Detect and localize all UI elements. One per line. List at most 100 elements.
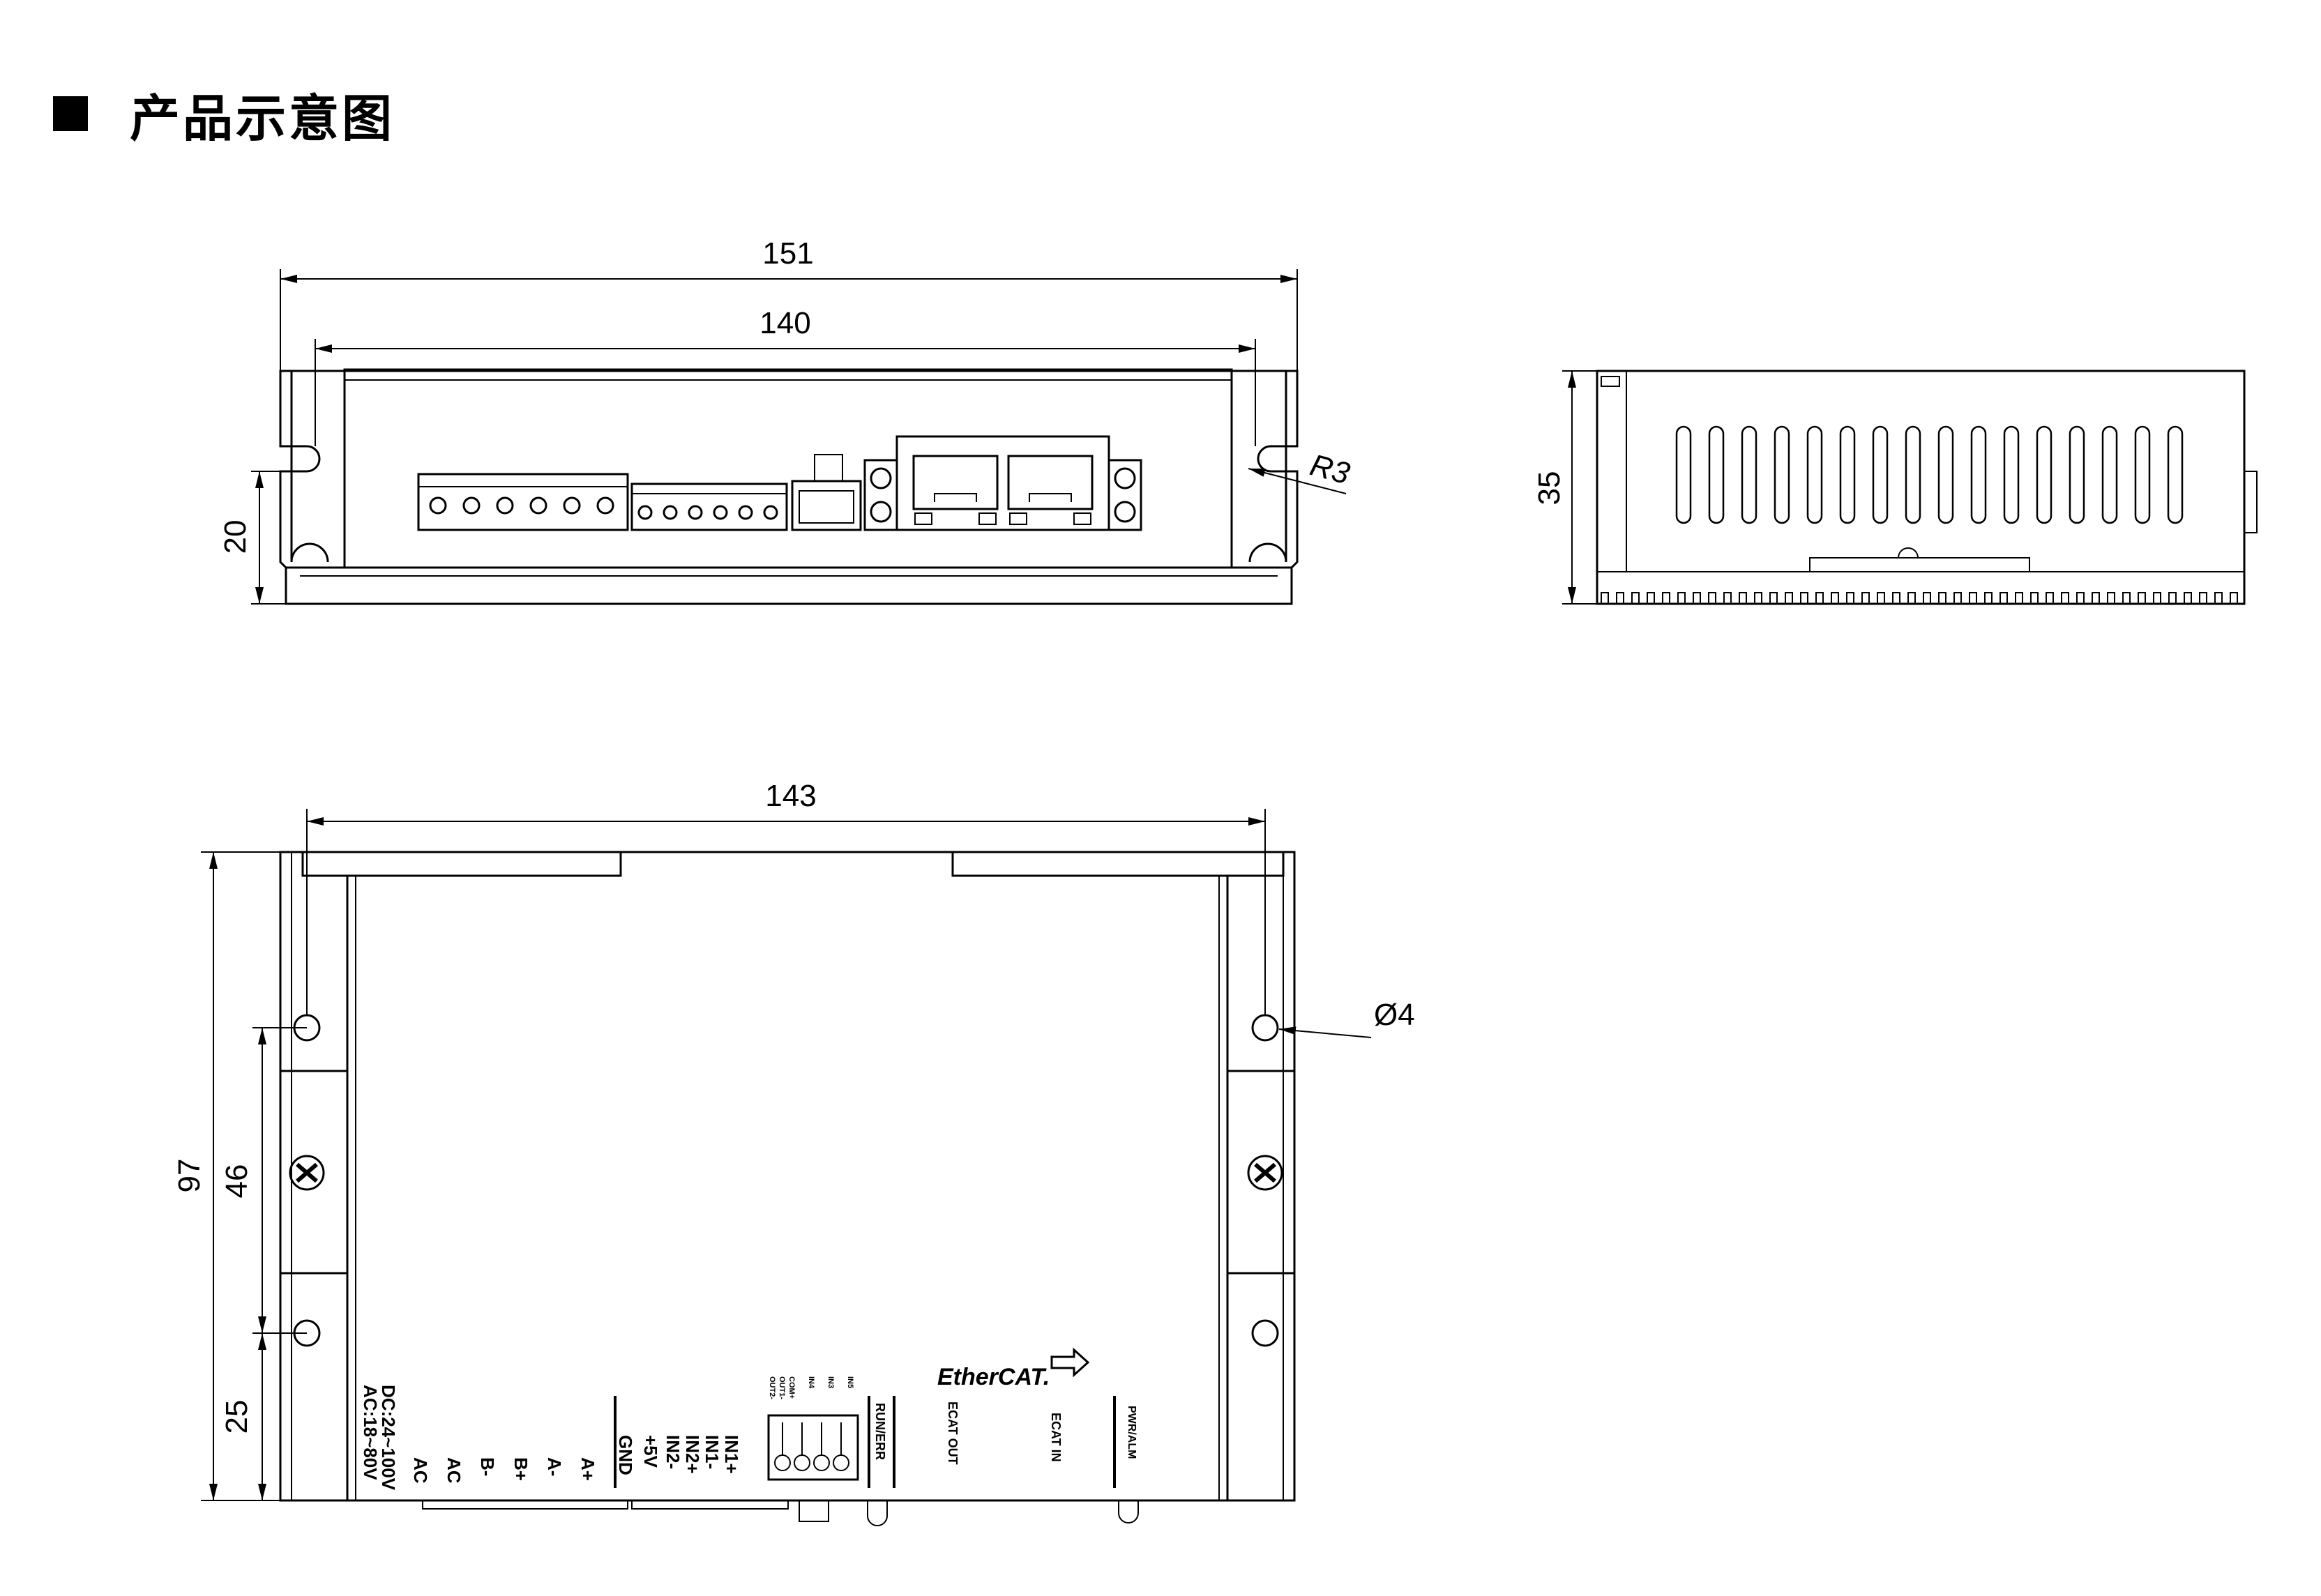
side-view (1596, 370, 2258, 605)
side-connector-stub (2244, 471, 2258, 533)
bracket-screws (289, 1155, 1283, 1191)
out-terminal-label-1: OUT2- (768, 1376, 776, 1399)
bottom-terminal-strip (422, 1500, 628, 1510)
io-terminal-screws (637, 505, 778, 520)
motor-terminal-label-5: A- (544, 1457, 565, 1476)
power-label-line1: DC:24~100V (378, 1385, 399, 1491)
output-terminal-screws (774, 1422, 849, 1471)
bottom-led-stub (867, 1500, 888, 1526)
front-screw-bump-right (1248, 542, 1287, 563)
out-terminal-label-4: IN4 (807, 1376, 815, 1389)
front-led-left-1 (870, 467, 892, 489)
dim-35-label: 35 (1532, 471, 1566, 506)
dim-line-r3 (1248, 468, 1347, 494)
top-cover-left (301, 852, 622, 877)
front-view-dimensions (251, 269, 1347, 605)
out-terminal-label-6: IN5 (846, 1376, 854, 1388)
dim-line-dia4 (1278, 1026, 1372, 1038)
top-cover-right (951, 852, 1285, 877)
side-base-plate (1809, 557, 2030, 572)
bottom-io-strip (631, 1500, 789, 1510)
top-view-dimensions (201, 809, 1372, 1501)
section-title: 产品示意图 (130, 89, 395, 148)
rj45-housing (895, 435, 1110, 531)
rj45-led-4 (1073, 512, 1091, 525)
output-terminal-block (767, 1414, 859, 1481)
front-base-plate (285, 566, 1293, 605)
side-heatsink-fins (1601, 592, 2238, 605)
side-vent-slots (1675, 425, 2184, 524)
motor-terminal-label-1: AC (410, 1457, 431, 1484)
motor-terminal-block (417, 473, 629, 531)
out-terminal-label-2: OUT1- (778, 1376, 786, 1399)
pwr-alm-label: PWR/ALM (1126, 1406, 1137, 1459)
small-signal-connector-key (814, 454, 843, 482)
side-base-bump (1898, 547, 1919, 558)
ethercat-logo-text: EtherCAT. (937, 1364, 1050, 1390)
rj45-port-out (912, 455, 999, 510)
mount-hole-bottom-right (1251, 1319, 1279, 1347)
out-terminal-label-5: IN3 (826, 1376, 835, 1388)
run-err-label: RUN/ERR (873, 1403, 887, 1460)
screw-right-cross (1254, 1162, 1276, 1183)
bracket-right (1226, 1070, 1296, 1275)
front-led-pad-left (863, 459, 898, 531)
front-screw-bump-left (290, 542, 329, 563)
screw-left-cross (296, 1162, 318, 1183)
top-view (279, 851, 1296, 1526)
motor-terminal-screws (429, 496, 614, 515)
dim-143-label: 143 (765, 779, 816, 813)
motor-terminal-label-2: AC (444, 1457, 464, 1484)
ethercat-logo: EtherCAT. (937, 1347, 1090, 1390)
ethercat-arrow-icon (1050, 1347, 1090, 1378)
front-flange-outline (279, 370, 1299, 569)
rj45-led-2 (978, 512, 997, 525)
rj45-led-3 (1009, 512, 1027, 525)
bottom-small-connector-stub (799, 1500, 829, 1522)
rj45-led-1 (914, 512, 932, 525)
front-body (343, 368, 1233, 569)
io-terminal-label-6: IN1+ (721, 1435, 742, 1474)
small-signal-connector-inner (799, 490, 854, 524)
front-led-left-2 (870, 501, 892, 523)
section-header: 产品示意图 (53, 82, 395, 148)
screw-right-icon (1247, 1155, 1283, 1191)
top-view-labels: DC:24~100V AC:18~80V AC AC B- B+ A- A+ G… (360, 1376, 1137, 1491)
dim-97-label: 97 (172, 1159, 206, 1193)
front-led-pad-right (1107, 459, 1142, 531)
rj45-port-out-latch (934, 493, 977, 502)
io-terminal-label-4: IN2+ (682, 1435, 703, 1474)
ecat-out-label: ECAT OUT (946, 1401, 960, 1465)
dim-46-label: 46 (220, 1164, 254, 1199)
dim-20-label: 20 (218, 520, 252, 554)
bracket-left (279, 1070, 349, 1275)
dim-140-label: 140 (759, 306, 810, 340)
out-terminal-label-3: COM+ (787, 1376, 796, 1399)
io-terminal-label-2: +5V (640, 1435, 661, 1468)
dim-25-label: 25 (220, 1400, 254, 1434)
mount-hole-top-right (1251, 1014, 1279, 1042)
motor-terminal-label-4: B+ (511, 1457, 531, 1481)
motor-terminal-label-3: B- (477, 1457, 498, 1476)
top-outline (279, 851, 1296, 1502)
io-terminal-label-1: GND (615, 1435, 636, 1475)
bottom-pwr-led-stub (1118, 1500, 1139, 1523)
side-view-dimensions (1562, 370, 1597, 605)
dim-151-label: 151 (762, 236, 813, 271)
front-led-right-1 (1114, 467, 1136, 489)
io-terminal-label-5: IN1- (702, 1435, 723, 1469)
rj45-port-in (1007, 455, 1094, 510)
ecat-in-label: ECAT IN (1049, 1413, 1063, 1462)
front-view (279, 368, 1299, 605)
side-flange-tab (1601, 376, 1620, 387)
io-terminal-block (630, 482, 788, 531)
io-terminal-label-3: IN2- (663, 1435, 683, 1469)
front-led-right-2 (1114, 501, 1136, 523)
power-label-line2: AC:18~80V (360, 1385, 381, 1480)
dim-dia4-label: Ø4 (1374, 998, 1415, 1032)
motor-terminal-label-6: A+ (577, 1457, 598, 1481)
square-bullet-icon (53, 96, 88, 131)
rj45-port-in-latch (1029, 493, 1072, 502)
screw-left-icon (289, 1155, 325, 1191)
